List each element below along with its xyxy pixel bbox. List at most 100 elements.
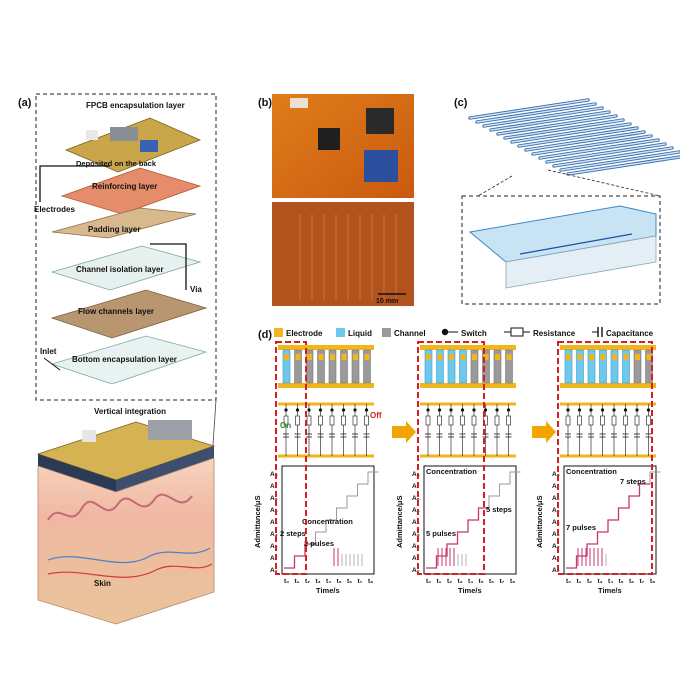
time-tick-label: t₄ <box>608 578 613 585</box>
bottom-electrode-rail <box>420 383 516 388</box>
time-tick-label: t₄ <box>468 578 473 585</box>
time-tick-label: t₅ <box>337 578 342 585</box>
pulses-label: 2 pulses <box>304 539 334 548</box>
admittance-staircase-active <box>284 543 316 569</box>
channel-electrode-pad <box>646 354 652 360</box>
pcb-front-connector <box>290 98 308 108</box>
circuit-switch <box>589 408 593 412</box>
admittance-level-label: A₂ <box>270 543 278 550</box>
serpentine-tube-highlight <box>476 103 596 123</box>
panel-d-tag: (d) <box>258 329 272 341</box>
inset-block-side <box>505 235 657 289</box>
circuit-resistor <box>460 415 465 426</box>
circuit-switch <box>284 408 288 412</box>
inset-flow-line <box>519 233 633 255</box>
empty-channel <box>470 349 479 384</box>
admittance-axis-label: Admittance/μS <box>395 495 404 548</box>
admittance-level-label: A₂ <box>412 543 420 550</box>
empty-channel <box>340 349 348 384</box>
circuit-switch <box>495 408 499 412</box>
circuit-resistor <box>471 415 477 426</box>
pulses-label: 5 pulses <box>426 529 456 538</box>
empty-channel <box>482 349 490 384</box>
inlet-pointer <box>43 357 61 371</box>
sweat-glands <box>47 493 193 521</box>
serpentine-tube-highlight <box>546 143 666 163</box>
concentration-label: Concentration <box>426 467 477 476</box>
top-electrode-rail <box>420 345 516 350</box>
liquid-channel <box>599 349 607 384</box>
time-tick-label: t₆ <box>489 578 494 585</box>
admittance-level-label: A₁ <box>270 555 278 562</box>
legend-label-electrode: Electrode <box>286 329 323 338</box>
circuit-switch <box>506 408 511 412</box>
admittance-level-label: A₈ <box>552 471 560 478</box>
time-axis-label: Time/s <box>458 586 482 595</box>
layer-label-channel-isolation: Channel isolation layer <box>76 265 164 274</box>
serpentine-tube-highlight <box>553 147 673 167</box>
bottom-encapsulation-layer <box>50 335 208 385</box>
layer-label-padding: Padding layer <box>88 225 140 234</box>
zoom-guide-left <box>477 175 513 197</box>
empty-channel <box>505 349 513 384</box>
circuit-switch <box>295 408 300 412</box>
active-region-highlight <box>557 341 653 575</box>
time-tick-label: t₃ <box>458 578 463 585</box>
fpcb-connector <box>86 130 98 140</box>
circuit-switch <box>472 408 476 412</box>
legend-label-capacitance: Capacitance <box>606 329 654 338</box>
serpentine-tube-highlight <box>483 107 603 127</box>
flow-channels-layer <box>50 289 208 339</box>
legend-label-channel: Channel <box>394 329 426 338</box>
channel-electrode-pad <box>635 354 640 360</box>
integrated-device-module <box>148 420 192 440</box>
time-tick-label: t₃ <box>598 578 603 585</box>
channel-electrode-pad <box>566 354 571 360</box>
channel-electrode-pad <box>353 354 358 360</box>
reinforcing-layer <box>60 167 202 215</box>
circuit-resistor <box>506 415 511 426</box>
steps-label: 2 steps <box>280 529 306 538</box>
active-region-highlight <box>417 341 485 575</box>
padding-layer <box>51 207 197 239</box>
circuit-switch <box>635 408 639 412</box>
zoom-guide-right <box>547 169 661 197</box>
switch-off-label: Off <box>370 411 382 420</box>
time-tick-label: t₃ <box>316 578 321 585</box>
channel-electrode-pad <box>307 354 312 360</box>
liquid-channel <box>459 349 467 384</box>
liquid-channel <box>436 349 444 384</box>
circuit-resistor <box>600 415 605 426</box>
fpcb-bluetooth-chip <box>140 140 158 152</box>
steps-label: 7 steps <box>620 477 646 486</box>
circuit-resistor <box>306 415 312 426</box>
circuit-switch <box>646 408 651 412</box>
circuit-resistor <box>295 415 300 426</box>
layer-label-flow-channels: Flow channels layer <box>78 307 154 316</box>
circuit-switch <box>437 408 442 412</box>
time-tick-label: t₇ <box>640 578 645 585</box>
serpentine-tube-highlight <box>567 156 680 175</box>
circuit-resistor <box>646 415 651 426</box>
serpentine-tube-highlight <box>525 131 645 151</box>
circuit-resistor <box>329 415 335 426</box>
serpentine-tube-highlight <box>518 127 638 147</box>
switch-on-label: On <box>280 421 291 430</box>
time-tick-label: t₆ <box>629 578 634 585</box>
vertical-integration-label: Vertical integration <box>94 407 166 416</box>
time-tick-label: t₁ <box>437 578 442 585</box>
admittance-level-label: A₂ <box>552 543 560 550</box>
time-tick-label: t₈ <box>510 578 515 585</box>
layer-label-fpcb: FPCB encapsulation layer <box>86 101 185 110</box>
admittance-level-label: A₆ <box>270 495 278 502</box>
time-axis-label: Time/s <box>316 586 340 595</box>
skin-block <box>37 457 215 625</box>
channel-electrode-pad <box>577 354 583 360</box>
channel-electrode-pad <box>600 354 606 360</box>
circuit-switch <box>330 408 334 412</box>
time-tick-label: t₂ <box>447 578 452 585</box>
circuit-switch <box>612 408 616 412</box>
